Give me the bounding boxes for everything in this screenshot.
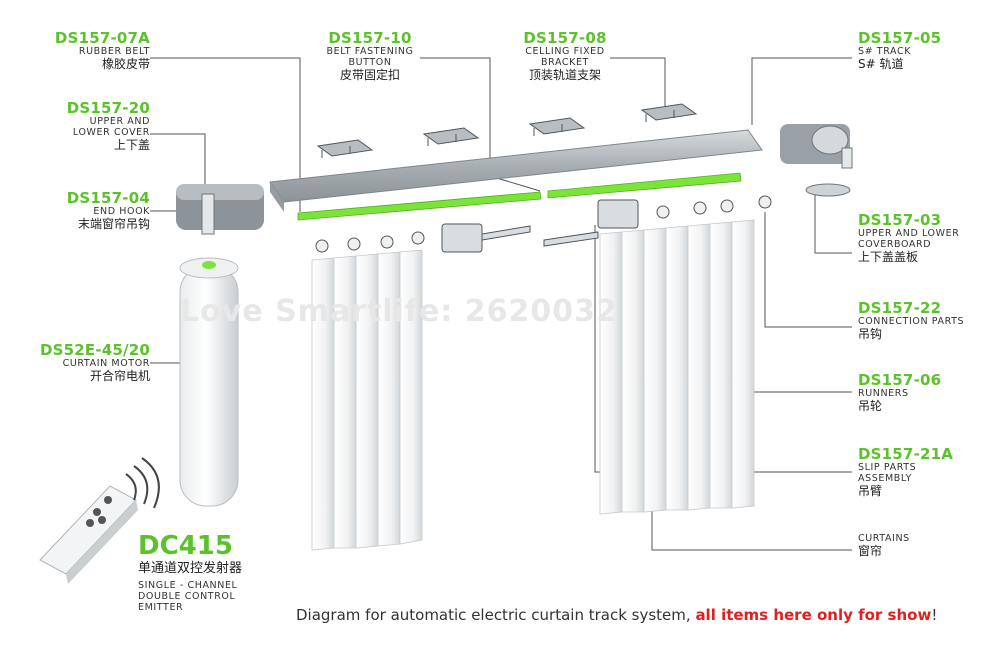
part-name-cn: 上下盖盖板 <box>858 250 919 265</box>
part-name-en: CURTAIN MOTOR <box>62 358 150 370</box>
curtains-right <box>599 219 755 515</box>
part-code: DS52E-45/20 <box>39 341 150 359</box>
label-ds157-22: DS157-22 CONNECTION PARTS 吊钩 <box>858 299 998 342</box>
end-covers <box>176 124 853 235</box>
part-name-cn: 吊钩 <box>858 327 883 342</box>
part-name-en: END HOOK <box>93 206 150 218</box>
part-code: DC415 <box>138 531 233 561</box>
part-name-cn: 上下盖 <box>113 138 150 153</box>
part-code: DS157-05 <box>858 29 942 47</box>
label-ds157-07a: DS157-07A RUBBER BELT 橡胶皮带 <box>20 29 150 72</box>
label-ds157-04: DS157-04 END HOOK 末端窗帘吊钩 <box>20 189 150 232</box>
part-name-en: RUBBER BELT <box>78 46 150 58</box>
part-name-en: BRACKET <box>541 57 589 69</box>
watermark-text: Love Smartlife: 2620032 <box>180 294 618 329</box>
part-name-en: CURTAINS <box>858 533 910 544</box>
caption-main: Diagram for automatic electric curtain t… <box>296 606 696 624</box>
part-code: DS157-06 <box>858 371 942 389</box>
rubber-belt <box>297 172 742 221</box>
part-name-cn: 顶装轨道支架 <box>528 68 601 83</box>
label-ds157-10: DS157-10 BELT FASTENING BUTTON 皮带固定扣 <box>310 29 430 83</box>
part-code: DS157-21A <box>858 445 954 463</box>
label-ds52e: DS52E-45/20 CURTAIN MOTOR 开合帘电机 <box>20 341 150 384</box>
part-name-en: BUTTON <box>348 57 392 69</box>
part-name-en: CONNECTION PARTS <box>858 316 965 328</box>
part-name-en: SINGLE - CHANNEL <box>138 579 238 591</box>
part-code: DS157-20 <box>66 99 150 117</box>
label-curtains: CURTAINS 窗帘 <box>858 533 998 559</box>
part-code: DS157-10 <box>328 29 412 47</box>
part-name-en: BELT FASTENING <box>326 46 414 58</box>
part-code: DS157-03 <box>858 211 942 229</box>
part-name-cn: 单通道双控发射器 <box>138 560 243 576</box>
part-name-cn: S# 轨道 <box>858 57 904 72</box>
part-name-cn: 橡胶皮带 <box>101 57 150 72</box>
part-name-en: SLIP PARTS <box>858 462 917 474</box>
label-ds157-06: DS157-06 RUNNERS 吊轮 <box>858 371 998 414</box>
part-name-en: UPPER AND <box>89 116 150 128</box>
label-dc415: DC415 单通道双控发射器 SINGLE - CHANNEL DOUBLE C… <box>138 531 298 614</box>
curtains-left <box>311 249 423 551</box>
slip-parts <box>441 199 639 253</box>
caption-warning: all items here only for show <box>695 606 932 624</box>
label-ds157-05: DS157-05 S# TRACK S# 轨道 <box>858 29 998 72</box>
diagram-caption: Diagram for automatic electric curtain t… <box>296 606 937 624</box>
part-name-cn: 末端窗帘吊钩 <box>77 217 150 232</box>
part-name-cn: 吊轮 <box>858 399 883 414</box>
part-name-cn: 窗帘 <box>858 543 883 558</box>
part-name-en: UPPER AND LOWER <box>858 228 960 240</box>
runners <box>315 195 772 253</box>
part-name-en: CELLING FIXED <box>525 46 605 58</box>
track <box>269 129 763 212</box>
part-code: DS157-07A <box>54 29 150 47</box>
part-name-en: EMITTER <box>138 601 184 613</box>
part-name-cn: 开合帘电机 <box>89 369 150 384</box>
label-ds157-03: DS157-03 UPPER AND LOWER COVERBOARD 上下盖盖… <box>858 211 998 265</box>
part-name-cn: 吊臂 <box>858 484 883 499</box>
ceiling-brackets <box>316 103 698 158</box>
label-ds157-20: DS157-20 UPPER AND LOWER COVER 上下盖 <box>20 99 150 153</box>
part-code: DS157-04 <box>66 189 150 207</box>
part-name-cn: 皮带固定扣 <box>339 68 400 83</box>
label-ds157-21a: DS157-21A SLIP PARTS ASSEMBLY 吊臂 <box>858 445 998 499</box>
part-name-en: ASSEMBLY <box>858 473 912 485</box>
curtain-motor <box>179 257 239 507</box>
part-name-en: S# TRACK <box>858 46 912 58</box>
part-name-en: DOUBLE CONTROL <box>138 590 236 602</box>
part-name-en: LOWER COVER <box>72 127 150 139</box>
part-code: DS157-08 <box>523 29 607 47</box>
label-ds157-08: DS157-08 CELLING FIXED BRACKET 顶装轨道支架 <box>505 29 625 83</box>
part-code: DS157-22 <box>858 299 942 317</box>
part-name-en: RUNNERS <box>858 388 909 400</box>
caption-end: ! <box>931 606 938 624</box>
remote-emitter <box>39 457 160 584</box>
part-name-en: COVERBOARD <box>858 239 932 251</box>
